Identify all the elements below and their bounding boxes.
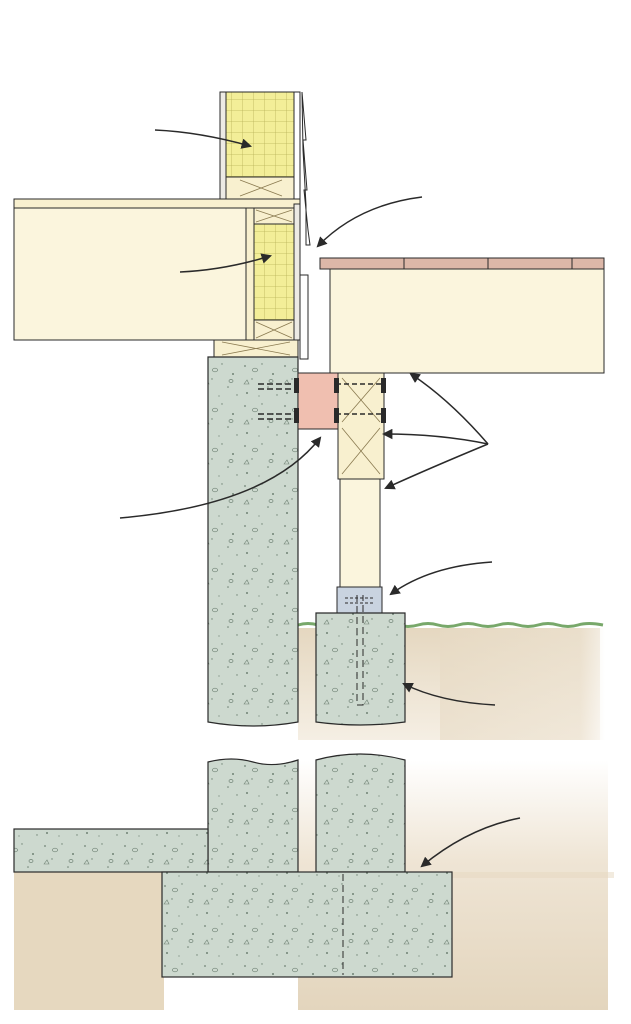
- post-base-connector: [336, 586, 383, 614]
- arrow-wall-insulation: [154, 129, 253, 149]
- flashing-gap: [299, 274, 309, 360]
- arrow-pier: [402, 683, 496, 706]
- arrow-floor-insulation: [179, 253, 273, 273]
- deck-joist-and-beam-blocking: [334, 372, 386, 480]
- sill-plate: [213, 339, 299, 358]
- footing: [161, 871, 453, 978]
- arrow-fasteners-1: [409, 372, 489, 445]
- callout-arrows: [119, 129, 521, 868]
- rim-sheathing: [293, 203, 301, 341]
- arrow-bracket: [119, 436, 322, 519]
- wall-sheathing: [219, 91, 227, 201]
- floor-blocking-top: [253, 207, 295, 225]
- anchor-bolts: [258, 378, 299, 423]
- ledger-bracket: [297, 372, 339, 430]
- deck-post: [339, 478, 381, 588]
- pier-anchor-rod: [356, 595, 364, 706]
- foundation-wall-upper: [207, 356, 299, 727]
- rim-joist: [245, 207, 255, 341]
- deck-joist: [329, 268, 605, 374]
- subfloor: [13, 198, 301, 209]
- concrete-pier-upper: [315, 612, 406, 726]
- arrow-post-base: [389, 561, 493, 596]
- arrow-flashing: [316, 196, 423, 248]
- floor-blocking-bottom: [253, 319, 295, 341]
- wall-insulation: [225, 91, 295, 178]
- floor-joist: [13, 207, 247, 341]
- arrow-fasteners-2: [381, 428, 489, 445]
- deck-boards: [319, 257, 605, 270]
- arrow-footing: [420, 817, 521, 868]
- foundation-wall-lower: [207, 758, 299, 873]
- basement-slab: [13, 828, 209, 873]
- floor-joist-insulation: [253, 223, 295, 321]
- arrow-fasteners-3: [384, 443, 489, 490]
- wall-bottom-plate: [225, 176, 295, 200]
- concrete-pier-lower: [315, 753, 406, 873]
